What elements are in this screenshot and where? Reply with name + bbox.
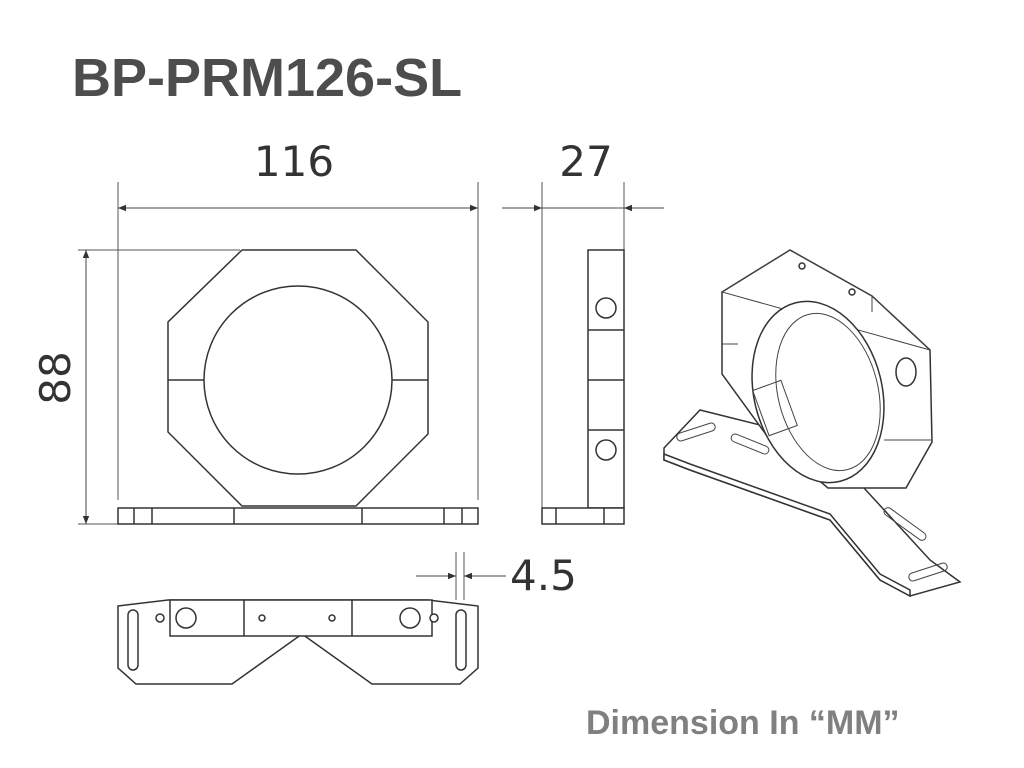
side-block [587,249,625,509]
iso-clamp-bore [751,300,885,484]
dimension-height-label: 88 [31,351,80,404]
front-view [78,182,479,525]
dimension-width-label: 116 [254,137,334,186]
bottom-view [117,552,506,685]
product-title: BP-PRM126-SL [72,48,462,108]
mount-slot-right [455,609,467,671]
base-plate [117,507,479,525]
isometric-view [663,249,962,598]
side-view [502,182,664,525]
units-note: Dimension In “MM” [586,704,900,742]
clamp-bore [203,285,393,475]
mount-slot-left [127,609,139,671]
dimension-depth-label: 27 [559,137,612,186]
dimension-thickness-label: 4.5 [510,551,577,600]
